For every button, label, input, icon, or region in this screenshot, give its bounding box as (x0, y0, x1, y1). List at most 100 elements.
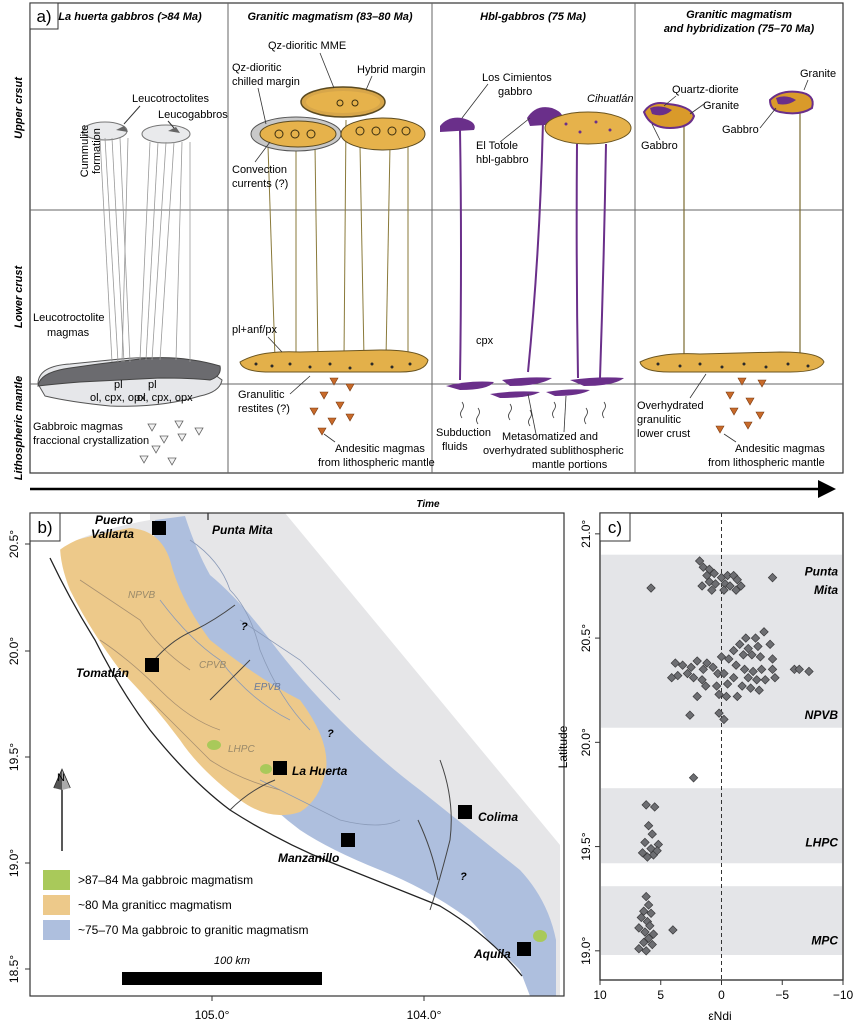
data-point (770, 673, 780, 683)
label-qz-dioritic: Qz-dioritic (232, 62, 282, 74)
data-point (735, 639, 745, 650)
north-label: N (57, 772, 65, 784)
data-point (745, 683, 756, 693)
col3-fluid-squiggles (460, 401, 606, 427)
data-point (634, 944, 644, 954)
data-point (754, 685, 764, 695)
data-point (756, 664, 767, 675)
row-label-lithospheric-mantle: Lithospheric mantle (13, 376, 25, 481)
col3-conduits (459, 119, 607, 381)
data-point (688, 773, 699, 783)
label-hbl-gabbro: hbl-gabbro (476, 154, 529, 166)
data-point (692, 656, 702, 666)
legend-swatch-gabbroic-granitic (43, 920, 70, 940)
region-75-70ma (154, 516, 556, 996)
data-point (641, 800, 651, 810)
panel-b-tag: b) (37, 518, 52, 537)
data-point (753, 641, 763, 652)
chart-x-tick: −5 (775, 988, 789, 1002)
data-point (702, 658, 712, 668)
data-point (670, 658, 681, 668)
scale-label: 100 km (214, 955, 250, 967)
label-quartz-diorite: Quartz-diorite (672, 84, 739, 96)
scale-bar (122, 972, 322, 985)
data-point (750, 633, 761, 643)
data-point (708, 662, 718, 672)
col2-arrows (254, 52, 373, 443)
data-point (739, 664, 750, 675)
band-label: Mita (814, 583, 838, 597)
label-qz-dioritic-mme: Qz-dioritic MME (268, 40, 346, 52)
data-point (747, 650, 757, 660)
data-point (741, 633, 751, 643)
header-col-4-line1: Granitic magmatism (686, 9, 792, 21)
chart-x-tick: 10 (593, 988, 607, 1002)
punta-mita-arrow-head (204, 506, 212, 513)
time-label: Time (416, 499, 440, 510)
data-point (722, 679, 733, 689)
col2-dark-specks (254, 362, 412, 370)
data-point (652, 846, 662, 856)
data-point (643, 821, 654, 831)
data-point (641, 891, 651, 902)
map-x-tick-105: 105.0° (195, 1008, 230, 1022)
label-convection: Convection (232, 164, 287, 176)
col4-gabbro-core-1 (650, 106, 672, 116)
map-y-tick-19-0: 19.0° (7, 849, 21, 877)
data-point (794, 664, 804, 675)
unit-npvb: NPVB (128, 590, 156, 601)
data-point (637, 848, 648, 858)
town-la-huerta: La Huerta (292, 764, 348, 778)
geology-outlines-2 (79, 579, 281, 791)
col2-drawing: Qz-dioritic MME Hybrid margin Qz-dioriti… (232, 40, 435, 469)
label-gabbroic-magmas: Gabbroic magmas (33, 421, 123, 433)
data-point (714, 689, 724, 700)
marker-colima (458, 805, 472, 819)
col3-arrows (461, 83, 567, 435)
town-puerto: Puerto (95, 513, 133, 527)
label-los-cimientos-gabbro: gabbro (498, 86, 532, 98)
data-point (755, 652, 766, 662)
granitic-blob (340, 117, 426, 151)
legend-label-gabbroic: >87–84 Ma gabbroic magmatism (78, 873, 253, 887)
data-point (714, 708, 724, 718)
question-mark-3: ? (460, 871, 467, 883)
label-overhydrated: Overhydrated (637, 400, 704, 412)
data-point (738, 650, 749, 660)
town-vallarta: Vallarta (91, 527, 134, 541)
data-point (642, 852, 653, 862)
label-gabbro-1: Gabbro (641, 140, 678, 152)
label-fluids: fluids (442, 441, 468, 453)
data-point (640, 927, 650, 937)
data-point (728, 673, 739, 683)
data-point (647, 829, 657, 839)
label-from-lithospheric-mantle-1: from lithospheric mantle (318, 457, 435, 469)
data-point (743, 673, 753, 683)
data-point (634, 923, 644, 933)
data-point (765, 639, 775, 650)
geology-outlines (159, 539, 401, 826)
gabbro-patch-1 (207, 740, 221, 750)
data-point (639, 937, 649, 948)
chart-points (634, 556, 814, 956)
col1-upper-blob-2 (141, 124, 191, 144)
label-cummulite: Cummulite (79, 125, 91, 178)
arrow-leucotroctolites (123, 105, 141, 125)
convection-currents (274, 99, 411, 139)
data-point (710, 579, 721, 589)
data-point (648, 929, 659, 939)
label-overhydrated-sublithospheric: overhydrated sublithospheric (483, 445, 624, 457)
data-point (645, 921, 655, 931)
label-formation: formation (91, 128, 103, 174)
data-point (724, 654, 734, 664)
col3-sills (446, 377, 624, 398)
north-arrow: N (53, 768, 71, 851)
label-pl-2: pl (148, 379, 157, 391)
data-point (767, 664, 778, 675)
data-point (728, 645, 739, 656)
cihuatlan-blob (544, 111, 632, 145)
label-leucogabbros: Leucogabbros (158, 109, 228, 121)
label-granite-1: Granite (703, 100, 739, 112)
label-granite-2: Granite (800, 68, 836, 80)
